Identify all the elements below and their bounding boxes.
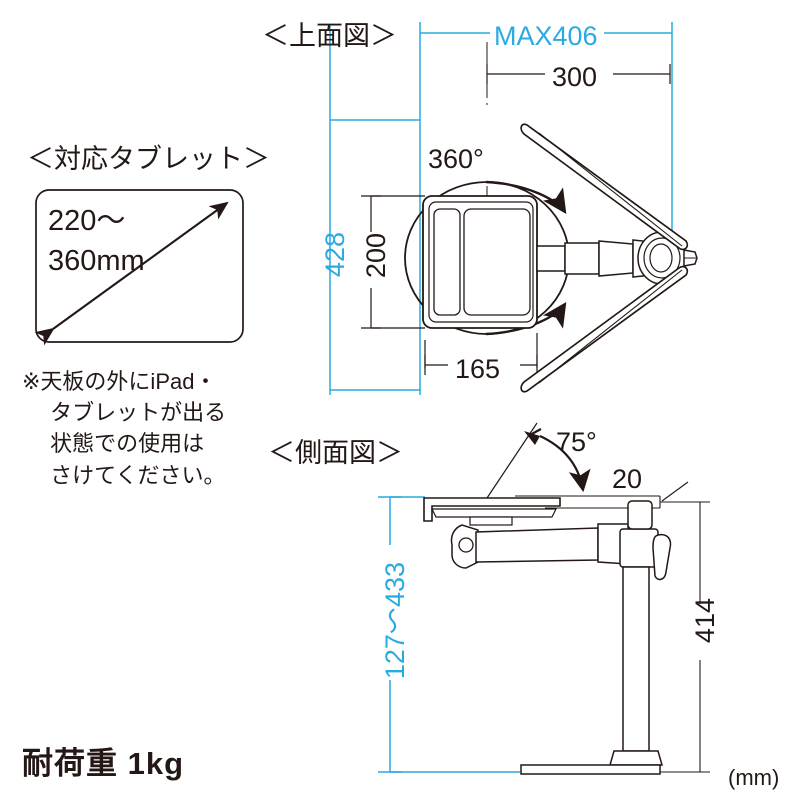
tablet-size-line-2: 360mm bbox=[48, 245, 145, 277]
top-view-blue-dimensions bbox=[329, 22, 673, 395]
pole-height-dimension bbox=[655, 501, 710, 773]
tilt-angle-label: 75° bbox=[556, 427, 597, 457]
dimension-max-width-label: MAX406 bbox=[494, 21, 598, 51]
height-range-dimension bbox=[378, 496, 520, 773]
tilt-joint-side bbox=[450, 524, 479, 569]
dimension-holder-depth-label: 200 bbox=[361, 233, 391, 279]
pole-height-label: 414 bbox=[690, 598, 720, 644]
base-plate-side bbox=[520, 764, 661, 775]
dimension-plate-width-label: 300 bbox=[552, 62, 598, 92]
tablet-spec-heading: ＜対応タブレット＞ bbox=[27, 144, 270, 174]
tablet-size-box bbox=[34, 189, 244, 346]
horizontal-arm-side bbox=[475, 523, 629, 565]
tablet-usage-warning: ※天板の外にiPad・ タブレットが出る 状態での使用は さけてください。 bbox=[22, 369, 227, 488]
tablet-size-line-1: 220～ bbox=[48, 205, 126, 237]
rotation-arrows bbox=[485, 180, 567, 336]
top-view-heading: ＜上面図＞ bbox=[262, 21, 397, 51]
tablet-holder-top bbox=[422, 195, 538, 329]
side-view-drawing bbox=[378, 422, 710, 775]
dimension-holder-width-label: 165 bbox=[455, 354, 501, 384]
tilt-angle-indicator bbox=[486, 422, 591, 499]
v-base-legs bbox=[520, 123, 689, 393]
dimension-overall-depth-label: 428 bbox=[320, 232, 350, 278]
top-view-drawing bbox=[329, 22, 698, 395]
load-capacity-label: 耐荷重 1kg bbox=[22, 746, 185, 781]
unit-note-label: (mm) bbox=[728, 765, 780, 790]
vertical-pole-side bbox=[609, 566, 663, 766]
plate-thickness-label: 20 bbox=[612, 464, 643, 494]
holder-plate-side bbox=[423, 497, 561, 526]
rotation-angle-label: 360° bbox=[428, 144, 484, 174]
height-range-label: 127～433 bbox=[380, 562, 410, 680]
pole-head-side bbox=[619, 500, 672, 581]
side-view-heading: ＜側面図＞ bbox=[268, 438, 403, 468]
